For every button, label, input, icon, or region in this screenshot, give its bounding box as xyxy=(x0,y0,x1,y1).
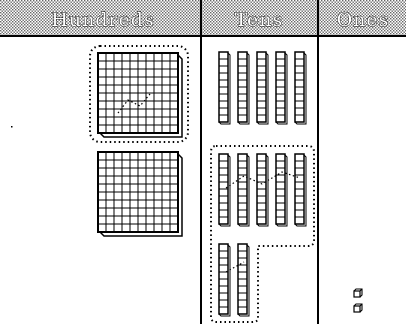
header-ones: Ones xyxy=(337,9,390,31)
ten-rod-icon xyxy=(276,154,287,226)
unit-cube-icon xyxy=(354,304,362,312)
ten-rod-icon xyxy=(257,154,268,226)
ones-area xyxy=(354,289,362,312)
header-tens: Tens xyxy=(235,9,283,31)
ten-rod-icon xyxy=(238,244,249,316)
unit-cube-icon xyxy=(354,289,362,297)
ten-rod-icon xyxy=(295,154,306,226)
ten-rod-icon xyxy=(219,154,230,226)
ten-rod-icon xyxy=(238,154,249,226)
hundred-flat-icon xyxy=(98,152,182,236)
ten-rod-icon xyxy=(276,52,287,124)
ten-rod-icon xyxy=(295,52,306,124)
header-hundreds: Hundreds xyxy=(51,9,154,31)
ten-rod-icon xyxy=(257,52,268,124)
hundred-flat-icon xyxy=(98,53,182,137)
hundreds-area xyxy=(90,46,188,236)
ten-rod-icon xyxy=(219,244,230,316)
ten-rod-icon xyxy=(219,52,230,124)
tens-area xyxy=(211,52,314,322)
ten-rod-icon xyxy=(238,52,249,124)
